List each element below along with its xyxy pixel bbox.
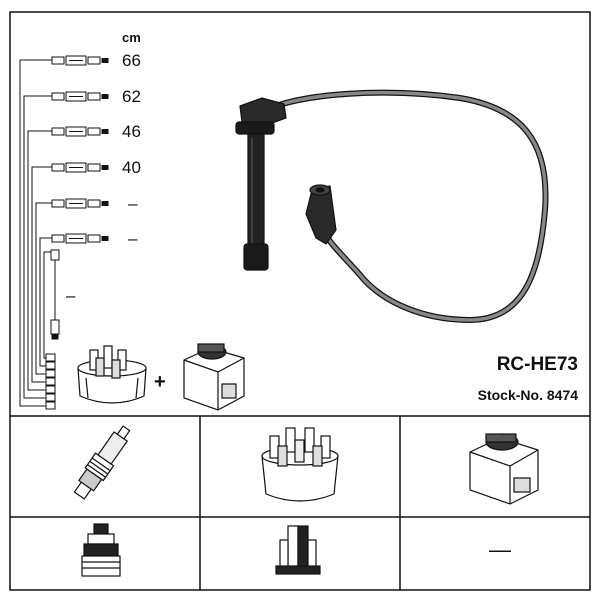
spark-plug-icon xyxy=(73,425,131,500)
length-legend xyxy=(19,59,52,407)
length-values: 66 62 46 40 – – – xyxy=(66,51,141,305)
coil-lead-vertical xyxy=(50,249,60,340)
ignition-coil-icon xyxy=(183,343,245,411)
plug-connector-icon xyxy=(81,523,121,577)
length-value-7: – xyxy=(66,286,76,305)
plug-boot xyxy=(235,97,287,271)
connector-glyphs xyxy=(45,55,109,410)
frame xyxy=(9,11,591,591)
ignition-cable xyxy=(260,89,549,324)
coil-boot xyxy=(305,184,337,245)
length-value-5: – xyxy=(128,194,138,213)
lead-row-3 xyxy=(51,126,109,137)
lead-row-4 xyxy=(51,162,109,173)
terminal-stack xyxy=(45,353,56,410)
coil-connector-value: — xyxy=(489,537,511,562)
length-value-1: 66 xyxy=(122,51,141,70)
length-value-4: 40 xyxy=(122,158,141,177)
lead-row-5 xyxy=(51,198,109,209)
lead-row-6 xyxy=(51,233,109,244)
ignition-coil-detail-icon xyxy=(469,433,539,505)
stock-number: Stock-No. 8474 xyxy=(478,387,579,403)
length-value-3: 46 xyxy=(122,122,141,141)
distributor-cap-icon xyxy=(77,345,147,404)
unit-label: cm xyxy=(122,30,141,45)
distributor-cap-detail-icon xyxy=(261,427,339,502)
part-number: RC-HE73 xyxy=(497,354,578,375)
lead-row-2 xyxy=(51,91,109,102)
length-value-2: 62 xyxy=(122,87,141,106)
cap-terminal-icon xyxy=(275,525,321,575)
lead-row-1 xyxy=(51,55,109,66)
plus-sign: + xyxy=(154,371,166,393)
length-value-6: – xyxy=(128,229,138,248)
